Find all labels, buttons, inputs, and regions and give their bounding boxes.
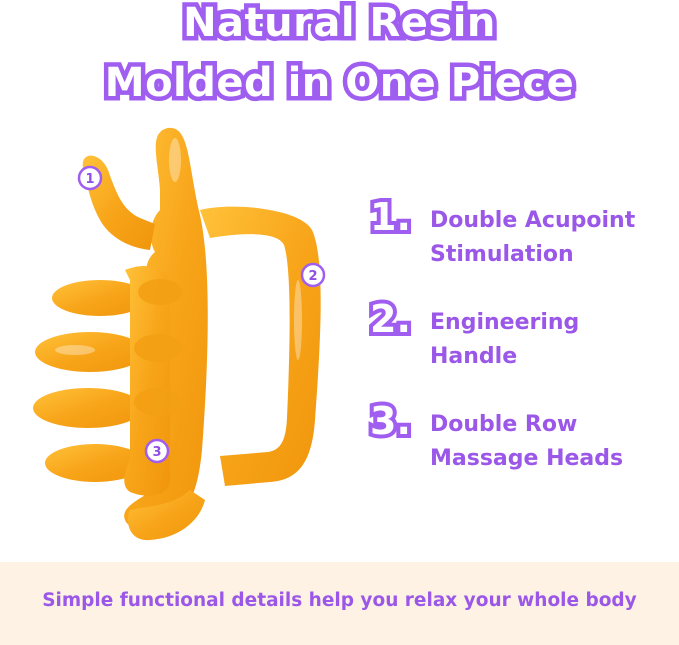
svg-text:2: 2 <box>308 269 317 284</box>
title-line-2: Molded in One Piece <box>100 56 578 111</box>
bottom-banner: Simple functional details help you relax… <box>0 562 679 645</box>
callout-2: 2 <box>300 262 326 288</box>
svg-text:3: 3 <box>152 445 161 460</box>
feature-list: 1. Double Acupoint Stimulation 2. Engine… <box>366 194 670 502</box>
feature-number-2: 2. <box>366 296 415 342</box>
title-line-1: Natural Resin <box>179 0 500 51</box>
feature-item-1: 1. Double Acupoint Stimulation <box>366 194 670 298</box>
feature-text-3: Double Row Massage Heads <box>430 408 670 476</box>
callout-1: 1 <box>77 165 103 191</box>
feature-text-1: Double Acupoint Stimulation <box>430 204 670 272</box>
feature-item-2: 2. Engineering Handle <box>366 296 670 400</box>
svg-text:1: 1 <box>85 172 94 187</box>
banner-text: Simple functional details help you relax… <box>42 590 637 611</box>
massage-comb-image: 1 2 3 <box>33 127 326 541</box>
feature-item-3: 3. Double Row Massage Heads <box>366 398 670 502</box>
feature-2-line-1: Engineering <box>430 310 580 335</box>
callout-3: 3 <box>144 438 170 464</box>
feature-2-line-2: Handle <box>430 344 518 369</box>
feature-text-2: Engineering Handle <box>430 306 670 374</box>
feature-number-3: 3. <box>366 398 415 444</box>
feature-1-line-2: Stimulation <box>430 242 574 267</box>
feature-1-line-1: Double Acupoint <box>430 208 636 233</box>
feature-3-line-2: Massage Heads <box>430 446 624 471</box>
feature-number-1: 1. <box>366 194 415 240</box>
feature-3-line-1: Double Row <box>430 412 578 437</box>
